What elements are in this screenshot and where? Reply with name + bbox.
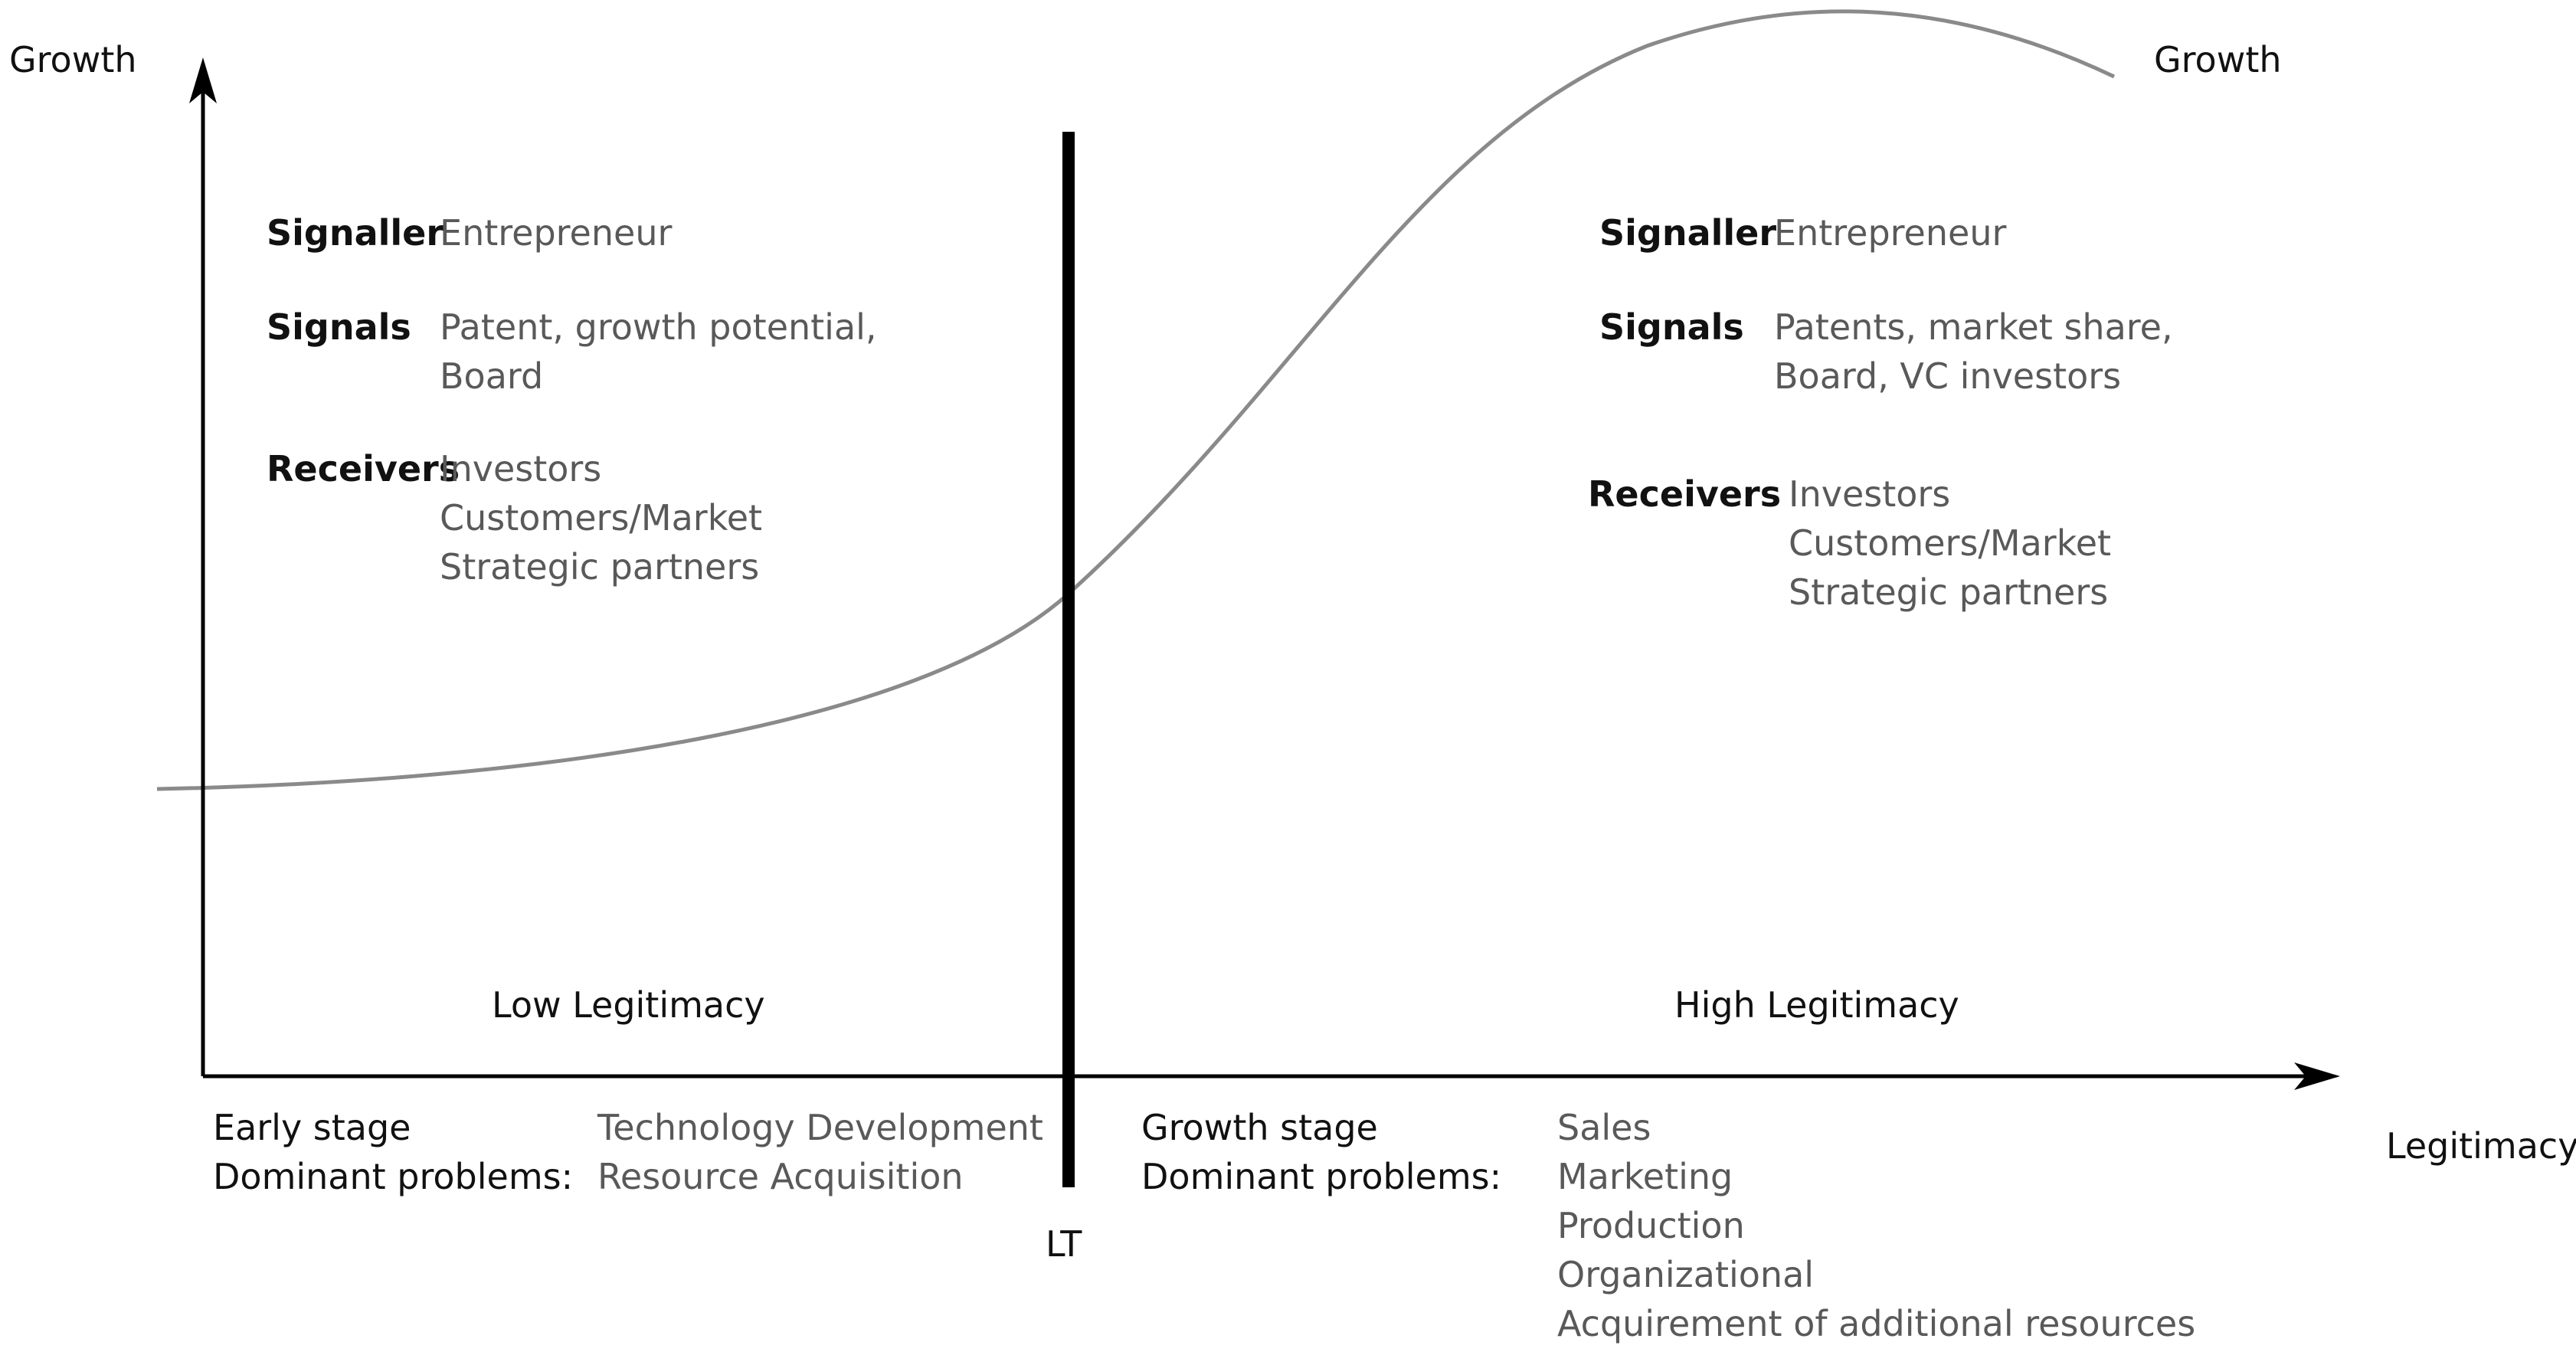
left-signaller-value: Entrepreneur [440,212,672,254]
growth-problem-item: Sales [1557,1107,1651,1148]
growth-problems-label: Dominant problems: [1141,1156,1501,1197]
right-signals-label: Signals [1599,306,1744,348]
growth-problem-item: Marketing [1557,1156,1733,1197]
right-signals-line: Patents, market share, [1774,306,2173,348]
growth-stage-label: Growth stage [1141,1107,1378,1148]
early-problems-label: Dominant problems: [213,1156,573,1197]
growth-problem-item: Organizational [1557,1254,1814,1295]
right-receivers-line: Strategic partners [1789,571,2108,613]
high-legitimacy-label: High Legitimacy [1674,984,1959,1026]
right-receivers-label: Receivers [1588,473,1781,515]
right-receivers-line: Customers/Market [1789,522,2111,564]
right-signaller-label: Signaller [1599,212,1776,254]
early-stage-block: Early stage Dominant problems: Technolog… [213,1107,1043,1197]
early-problem-item: Technology Development [597,1107,1043,1148]
y-axis-arrowhead [189,57,217,103]
left-receivers-line: Strategic partners [440,546,759,588]
left-signals-label: Signals [267,306,411,348]
left-signals-line: Board [440,355,543,397]
left-signaller-label: Signaller [267,212,444,254]
x-axis-label: Legitimacy [2386,1125,2576,1167]
curve-label: Growth [2154,39,2282,80]
early-problem-item: Resource Acquisition [597,1156,964,1197]
growth-stage-block: Growth stage Dominant problems: Sales Ma… [1141,1107,2195,1344]
threshold-label: LT [1046,1223,1082,1265]
growth-problem-item: Acquirement of additional resources [1557,1303,2195,1344]
left-receivers-line: Customers/Market [440,497,762,539]
right-receivers-line: Investors [1789,473,1950,515]
growth-problem-item: Production [1557,1205,1745,1246]
left-signal-panel: Signaller Entrepreneur Signals Patent, g… [267,212,877,588]
right-signals-line: Board, VC investors [1774,355,2121,397]
x-axis-arrowhead [2294,1062,2340,1090]
early-stage-label: Early stage [213,1107,411,1148]
left-receivers-line: Investors [440,448,601,489]
low-legitimacy-label: Low Legitimacy [492,984,765,1026]
left-signals-line: Patent, growth potential, [440,306,877,348]
right-signal-panel: Signaller Entrepreneur Signals Patents, … [1588,212,2173,613]
growth-curve [156,9,2116,791]
left-receivers-label: Receivers [267,448,460,489]
y-axis-label: Growth [9,39,137,80]
right-signaller-value: Entrepreneur [1774,212,2006,254]
